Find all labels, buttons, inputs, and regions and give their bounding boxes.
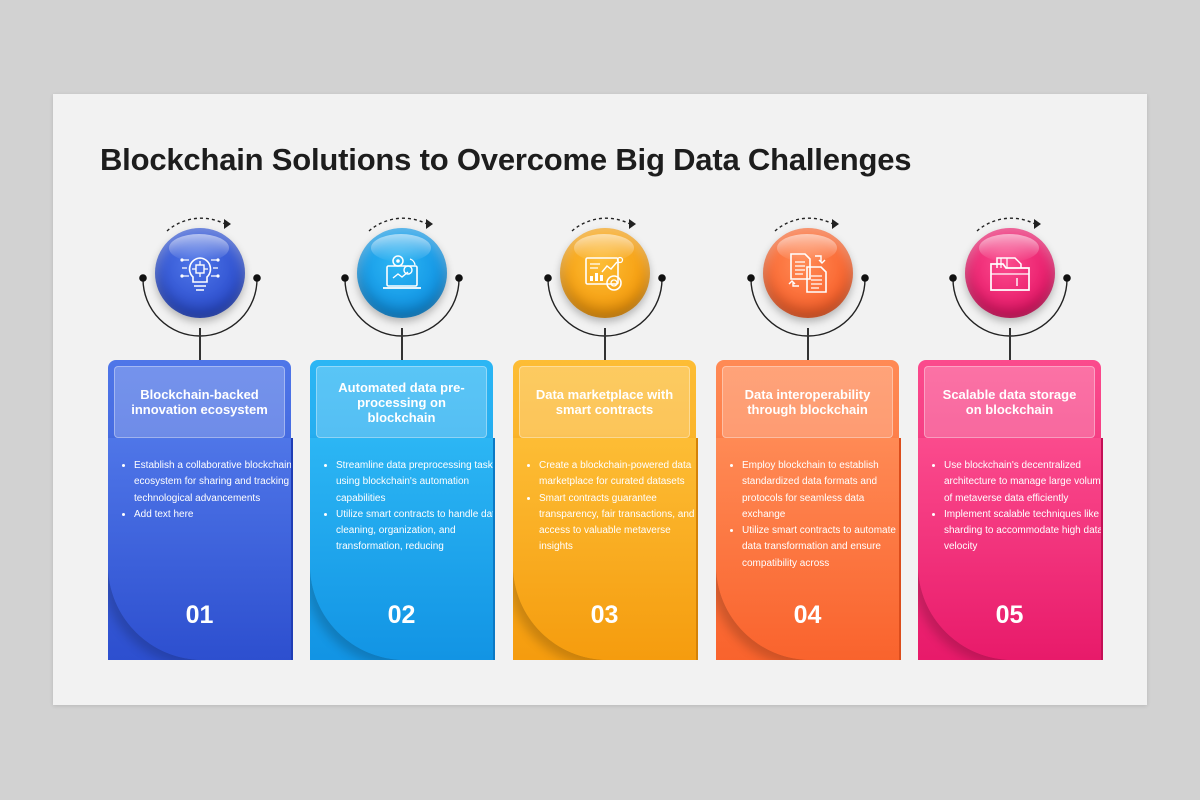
step-01: Blockchain-backed innovation ecosystem E… [100,210,300,665]
step-heading: Blockchain-backed innovation ecosystem [114,366,285,438]
card-body [716,438,899,660]
card-body [108,438,291,660]
lightbulb-circuit-icon [180,257,220,291]
card-body [918,438,1101,660]
bullet-item: Utilize smart contracts to handle data c… [336,507,493,556]
card-body [310,438,493,660]
step-card: Automated data pre-processing on blockch… [310,360,493,660]
bullet-item: Utilize smart contracts to automate data… [742,523,899,572]
step-03: Data marketplace with smart contracts Cr… [505,210,705,665]
step-card: Blockchain-backed innovation ecosystem E… [108,360,291,660]
step-04: Data interoperability through blockchain… [708,210,908,665]
step-number: 05 [995,601,1024,629]
card-body [513,438,696,660]
step-02: Automated data pre-processing on blockch… [302,210,502,665]
bullet-item: Implement scalable techniques like shard… [944,507,1101,556]
icon-circle [965,228,1055,318]
connector-line [1009,328,1011,361]
bullet-item: Use blockchain's decentralized architect… [944,458,1101,507]
bullet-item: Employ blockchain to establish standardi… [742,458,899,523]
step-heading: Scalable data storage on blockchain [924,366,1095,438]
step-bullets: Streamline data preprocessing tasks usin… [320,458,493,556]
connector-line [807,328,809,361]
cycle-arc [747,217,869,337]
bullet-item: Streamline data preprocessing tasks usin… [336,458,493,507]
analytics-dashboard-icon [585,256,624,291]
document-exchange-icon [788,253,827,293]
bullet-item: Establish a collaborative blockchain eco… [134,458,291,507]
connector-line [199,328,201,361]
step-card: Scalable data storage on blockchain Use … [918,360,1101,660]
step-number: 01 [185,601,214,629]
slide-title: Blockchain Solutions to Overcome Big Dat… [100,142,912,177]
laptop-gears-icon [383,255,421,289]
icon-circle [763,228,853,318]
step-bullets: Employ blockchain to establish standardi… [726,458,899,572]
step-number: 04 [793,601,822,629]
folder-storage-icon [990,257,1030,291]
connector-line [401,328,403,361]
icon-circle [560,228,650,318]
bullet-item: Add text here [134,507,291,523]
step-bullets: Use blockchain's decentralized architect… [928,458,1101,556]
step-heading: Data marketplace with smart contracts [519,366,690,438]
step-bullets: Establish a collaborative blockchain eco… [118,458,291,523]
step-number: 03 [590,601,619,629]
icon-circle [357,228,447,318]
bullet-item: Create a blockchain-powered data marketp… [539,458,696,491]
step-bullets: Create a blockchain-powered data marketp… [523,458,696,556]
connector-line [604,328,606,361]
step-number: 02 [387,601,416,629]
icon-circle [155,228,245,318]
step-05: Scalable data storage on blockchain Use … [910,210,1110,665]
step-card: Data marketplace with smart contracts Cr… [513,360,696,660]
step-heading: Automated data pre-processing on blockch… [316,366,487,438]
step-card: Data interoperability through blockchain… [716,360,899,660]
bullet-item: Smart contracts guarantee transparency, … [539,491,696,556]
step-heading: Data interoperability through blockchain [722,366,893,438]
